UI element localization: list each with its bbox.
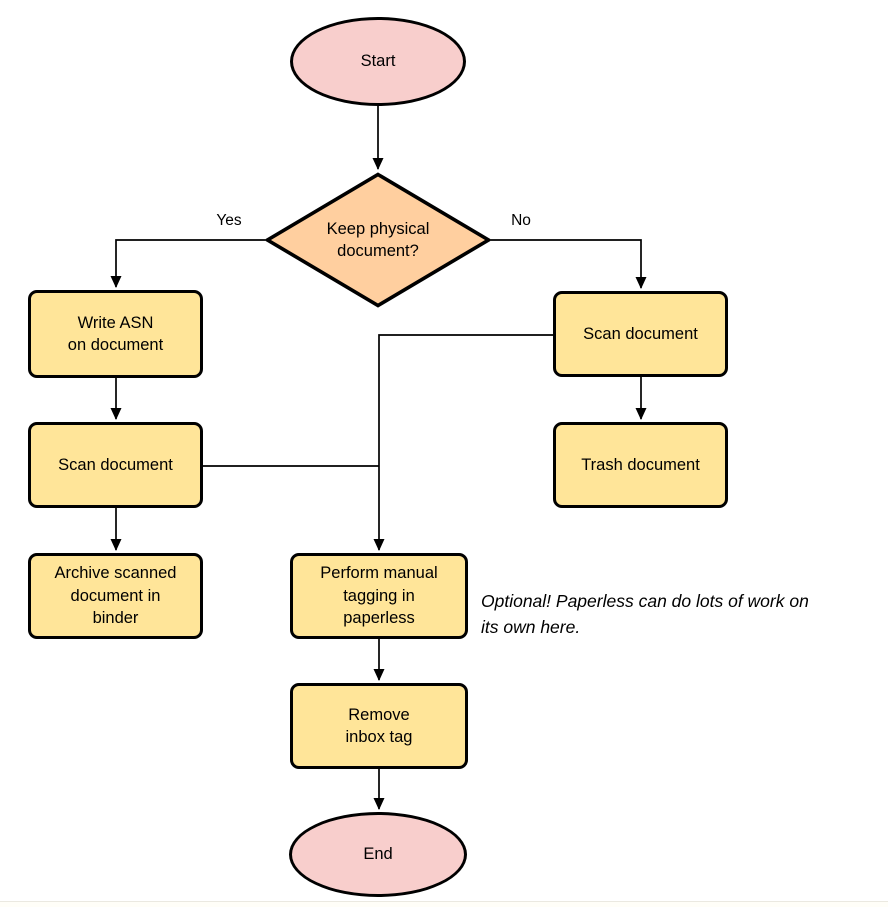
node-scan-right: Scan document <box>553 291 728 377</box>
edge-label-yes: Yes <box>213 212 245 230</box>
node-label-tagging: Perform manual tagging in paperless <box>320 564 438 628</box>
node-label-archive: Archive scanned document in binder <box>54 564 177 628</box>
node-label-trash: Trash document <box>581 455 700 474</box>
node-write-asn: Write ASN on document <box>28 290 203 378</box>
node-label-scan-left: Scan document <box>58 455 173 474</box>
edge-label-no: No <box>508 212 534 230</box>
node-tagging: Perform manual tagging in paperless <box>290 553 468 639</box>
node-remove-inbox: Remove inbox tag <box>290 683 468 769</box>
edge-decision-to-scan-right <box>491 239 647 289</box>
decision-diamond-shape <box>265 172 491 308</box>
node-label-start: Start <box>360 52 396 71</box>
node-start: Start <box>290 17 466 106</box>
node-end: End <box>289 812 467 897</box>
node-label-end: End <box>363 845 393 864</box>
node-decision: Keep physical document? <box>265 172 491 308</box>
bottom-divider <box>0 901 888 902</box>
node-archive: Archive scanned document in binder <box>28 553 203 639</box>
node-trash: Trash document <box>553 422 728 508</box>
bottom-strip <box>0 902 888 907</box>
node-label-remove-inbox: Remove inbox tag <box>345 705 413 746</box>
edge-decision-to-write-asn <box>110 239 265 288</box>
node-label-write-asn: Write ASN on document <box>67 313 164 354</box>
node-label-decision: Keep physical document? <box>326 219 430 260</box>
edge-scan-right-to-tagging <box>373 334 553 551</box>
optional-note: Optional! Paperless can do lots of work … <box>481 591 809 638</box>
node-scan-left: Scan document <box>28 422 203 508</box>
node-label-scan-right: Scan document <box>583 324 698 343</box>
